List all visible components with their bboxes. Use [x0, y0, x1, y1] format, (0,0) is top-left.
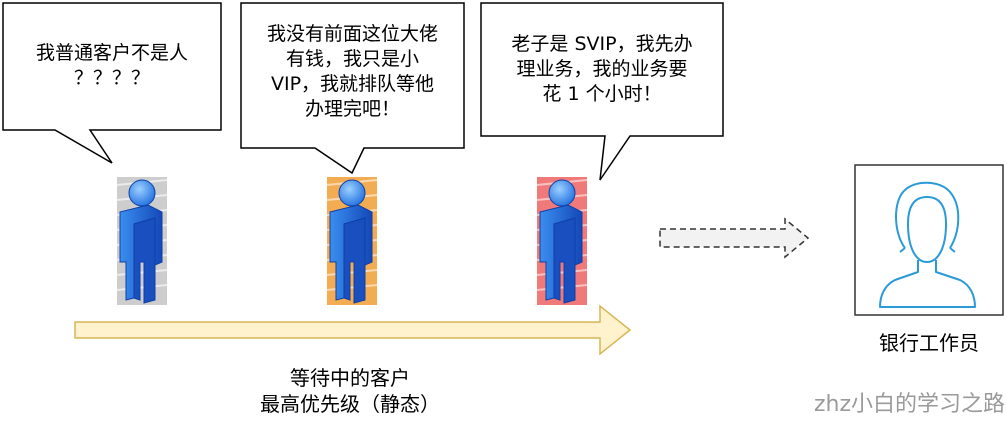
queue-caption-line1: 等待中的客户: [290, 366, 410, 390]
person-icon: [539, 179, 583, 304]
bank-clerk-icon: [879, 181, 976, 308]
bubble-text-regular: 我普通客户不是人 ？？？？: [35, 42, 188, 89]
queue-caption-line2: 最高优先级（静态）: [260, 392, 440, 416]
bubble-text-svip: 老子是 SVIP，我先办 理业务，我的业务要 花 1 个小时！: [511, 33, 693, 105]
dashed-arrow-to-clerk: [659, 217, 810, 259]
queue-arrow: [74, 304, 632, 356]
speech-bubble-svip: [480, 2, 724, 181]
speech-bubble-regular: [2, 2, 222, 164]
bubble-text-vip: 我没有前面这位大佬 有钱，我只是小 VIP，我就排队等他 办理完吧！: [266, 23, 438, 120]
speech-bubble-vip: [240, 2, 465, 175]
person-icon: [119, 179, 163, 304]
person-icon: [329, 179, 373, 304]
clerk-label: 银行工作员: [879, 331, 979, 355]
queue-caption: 等待中的客户 最高优先级（静态）: [230, 365, 470, 417]
clerk-box: [854, 164, 1004, 316]
watermark: zhz小白的学习之路: [813, 392, 1005, 417]
